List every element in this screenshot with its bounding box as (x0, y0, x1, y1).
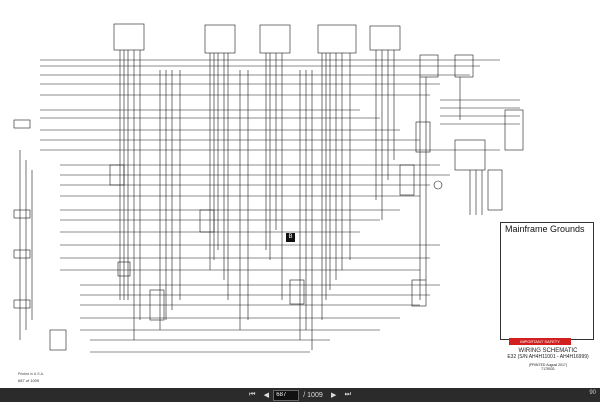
schematic-title: WIRING SCHEMATIC (518, 348, 578, 354)
legend-title: Mainframe Grounds (505, 224, 585, 234)
marker-b: B (286, 233, 295, 242)
printed-note: Printed in U.S.A. (18, 372, 44, 376)
title-block: WIRING SCHEMATIC E32 (S/N AH4H11001 - AH… (498, 347, 598, 383)
page-reference: 687 of 1009 (18, 378, 40, 383)
page-total: / 1009 (303, 391, 323, 399)
page-number-input[interactable] (273, 389, 300, 401)
schematic-subtitle: E32 (S/N AH4H11001 - AH4H16999) (507, 354, 589, 360)
last-page-icon[interactable]: ⏭ (344, 391, 351, 398)
first-page-icon[interactable]: ⏮ (249, 391, 256, 398)
schematic-code: 7175031 (541, 367, 555, 371)
wiring-schematic (13, 23, 581, 353)
legend-box (500, 222, 594, 340)
warning-label: IMPORTANT SAFETY INFORMATION (509, 338, 571, 351)
next-page-icon[interactable]: ▶ (331, 392, 337, 399)
prev-page-icon[interactable]: ◀ (263, 392, 269, 399)
zoom-level[interactable]: 90 (589, 390, 596, 396)
viewer-toolbar: ⏮ ◀ / 1009 ▶ ⏭ 90 (0, 388, 600, 402)
schematic-date: (PRINTED August 2017) (528, 363, 568, 367)
